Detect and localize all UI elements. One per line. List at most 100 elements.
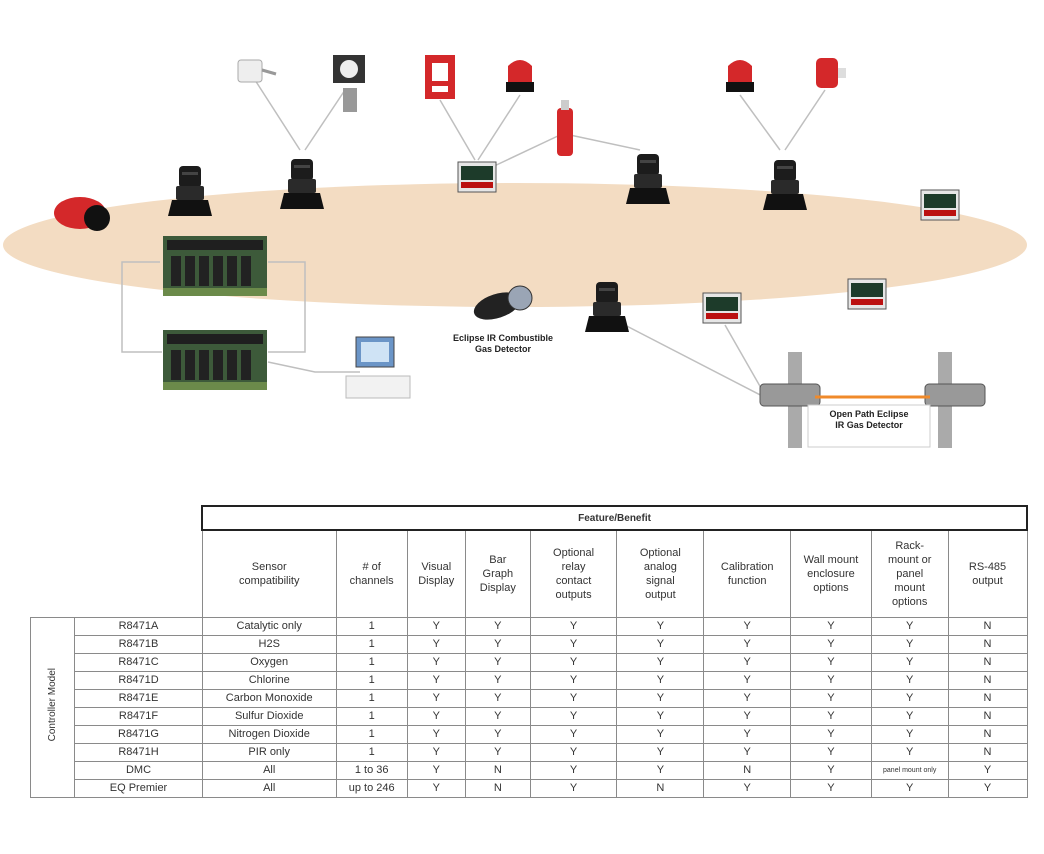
table-cell: N	[465, 779, 531, 798]
column-header-line: contact	[555, 575, 592, 587]
table-cell: Y	[465, 725, 531, 744]
column-header: Optional relay contact outputs	[529, 529, 618, 618]
table-cell: Y	[465, 689, 531, 708]
table-cell: 1 to 36	[335, 761, 408, 780]
column-header-line: Display	[479, 582, 516, 594]
table-cell: Y	[870, 653, 949, 672]
table-cell: Y	[703, 743, 792, 762]
table-cell: Y	[616, 725, 705, 744]
table-cell: Y	[406, 743, 467, 762]
table-cell: N	[703, 761, 792, 780]
table-cell: Chlorine	[201, 671, 337, 690]
table-cell: Y	[790, 653, 872, 672]
table-cell: Y	[616, 743, 705, 762]
open-path-label: Open Path Eclipse IR Gas Detector	[829, 409, 909, 430]
table-cell: Y	[465, 707, 531, 726]
table-cell: Y	[703, 779, 792, 798]
table-cell: Y	[406, 725, 467, 744]
table-cell: Y	[406, 761, 467, 780]
computer-workstation-icon	[345, 336, 411, 399]
table-cell: Y	[465, 653, 531, 672]
table-cell: Y	[465, 635, 531, 654]
table-cell: Y	[703, 725, 792, 744]
open-path-detector-icon	[759, 352, 986, 448]
column-header-line: Rack-	[895, 540, 925, 552]
table-cell: N	[465, 761, 531, 780]
point-gas-detector-icon	[168, 166, 212, 216]
column-header-line: RS-485	[968, 561, 1007, 573]
display-panel-icon	[847, 278, 887, 310]
table-cell: Y	[406, 779, 467, 798]
column-header-line: options	[891, 596, 928, 608]
column-header-line: enclosure	[807, 568, 855, 580]
table-cell: 1	[335, 671, 408, 690]
table-cell: N	[947, 689, 1028, 708]
controller-model-cell: DMC	[74, 761, 203, 780]
table-cell: 1	[335, 689, 408, 708]
eclipse-ir-label: Eclipse IR Combustible Gas Detector	[452, 333, 554, 354]
table-cell: All	[201, 761, 337, 780]
table-cell: Y	[465, 671, 531, 690]
table-cell: 1	[335, 635, 408, 654]
table-cell: Y	[465, 743, 531, 762]
eclipse-ir-detector-icon	[473, 285, 533, 320]
table-cell: H2S	[201, 635, 337, 654]
controller-model-cell: R8471B	[74, 635, 203, 654]
column-header-line: relay	[561, 561, 586, 573]
table-cell: N	[947, 707, 1028, 726]
table-cell: Y	[870, 743, 949, 762]
table-cell: Y	[616, 707, 705, 726]
table-cell: N	[947, 653, 1028, 672]
table-cell: Y	[529, 761, 618, 780]
column-header-line: outputs	[555, 589, 592, 601]
table-cell: panel mount only	[870, 761, 949, 780]
table-cell: N	[947, 743, 1028, 762]
table-cell: Y	[616, 617, 705, 636]
table-cell: Y	[529, 743, 618, 762]
table-cell: N	[616, 779, 705, 798]
table-cell: Catalytic only	[201, 617, 337, 636]
column-header-line: Sensor	[251, 561, 287, 573]
table-cell: 1	[335, 707, 408, 726]
table-cell: Y	[529, 689, 618, 708]
table-cell: Y	[616, 689, 705, 708]
column-header-line: Visual	[421, 561, 452, 573]
column-header-line: mount	[894, 582, 925, 594]
gas-sensor-probe-icon	[237, 59, 277, 83]
controller-unit-icon	[163, 236, 267, 296]
column-header-line: Calibration	[720, 561, 774, 573]
controller-model-cell: R8471A	[74, 617, 203, 636]
table-cell: Y	[703, 617, 792, 636]
table-cell: PIR only	[201, 743, 337, 762]
table-cell: 1	[335, 617, 408, 636]
table-cell: Y	[465, 617, 531, 636]
portable-detector-icon	[557, 100, 573, 156]
table-cell: Y	[947, 779, 1028, 798]
table-cell: N	[947, 617, 1028, 636]
table-cell: Y	[406, 671, 467, 690]
table-cell: Y	[616, 671, 705, 690]
display-panel-icon	[457, 161, 497, 193]
beacon-icon	[506, 60, 534, 92]
column-header-line: compatibility	[238, 575, 300, 587]
table-cell: Y	[870, 779, 949, 798]
row-group-label-text: Controller Model	[47, 668, 59, 742]
column-header-line: Optional	[553, 547, 595, 559]
column-header-line: channels	[349, 575, 394, 587]
display-panel-icon	[702, 292, 742, 324]
table-cell: Carbon Monoxide	[201, 689, 337, 708]
point-gas-detector-icon	[763, 160, 807, 210]
table-cell: All	[201, 779, 337, 798]
